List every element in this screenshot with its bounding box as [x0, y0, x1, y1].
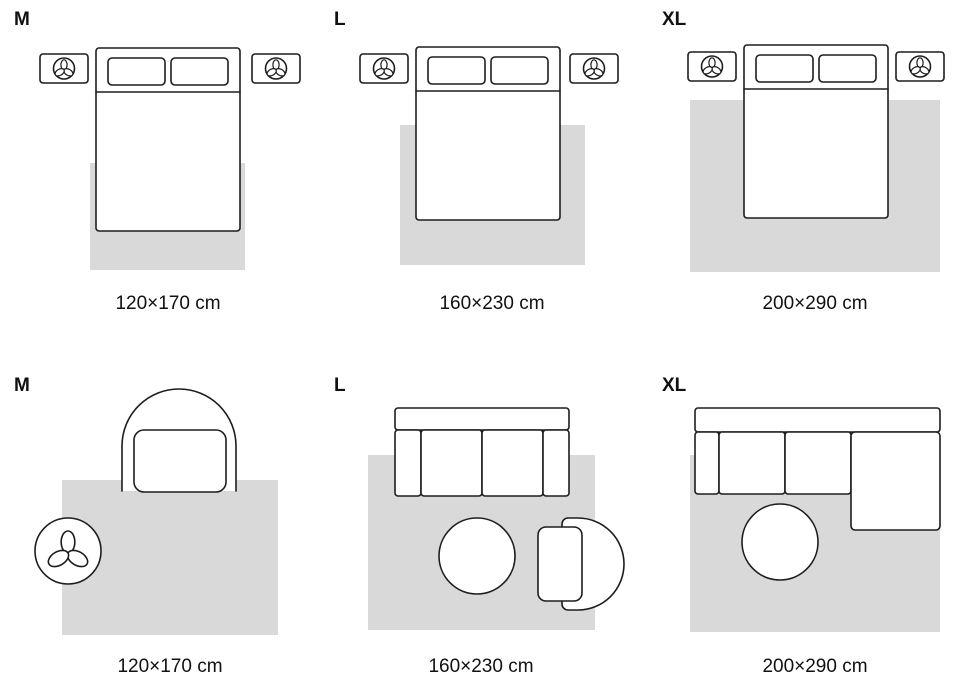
nightstand-plant-icon: [252, 54, 300, 83]
nightstand-plant-icon: [40, 54, 88, 83]
dimension-label: 120×170 cm: [115, 293, 220, 314]
size-label: L: [334, 9, 346, 30]
sofa-armrest-left: [694, 431, 720, 495]
panel-living-xl: XL 200×290 cm: [662, 375, 941, 677]
panel-bedroom-xl: XL 200×290 cm: [662, 9, 944, 314]
armchair-seat: [133, 429, 227, 493]
panel-bedroom-m: M 120×170 cm: [14, 9, 300, 314]
nightstand-plant-icon: [688, 52, 736, 81]
armchair-back: [121, 388, 237, 492]
pillow: [755, 54, 814, 83]
panel-bedroom-l: L 160×230 cm: [334, 9, 618, 314]
size-label: XL: [662, 9, 687, 30]
armchair-seat: [537, 526, 583, 602]
sofa-seat-cushion: [481, 429, 544, 497]
sofa-chaise-section: [850, 431, 941, 531]
coffee-table: [438, 517, 516, 595]
sofa-seat-cushion: [784, 431, 852, 495]
dimension-label: 200×290 cm: [762, 293, 867, 314]
size-label: L: [334, 375, 346, 396]
pillow: [818, 54, 877, 83]
pillow: [170, 57, 229, 86]
dimension-label: 160×230 cm: [439, 293, 544, 314]
sofa-armrest-left: [394, 429, 422, 497]
sofa-back: [694, 407, 941, 433]
sofa-armrest-right: [542, 429, 570, 497]
dimension-label: 160×230 cm: [428, 656, 533, 677]
dimension-label: 120×170 cm: [117, 656, 222, 677]
sofa-back: [394, 407, 570, 431]
bed: [95, 47, 241, 232]
size-label: XL: [662, 375, 687, 396]
panel-living-l: L 160×230 cm: [334, 375, 625, 677]
pillow: [490, 56, 549, 85]
coffee-table: [741, 503, 819, 581]
pillow: [107, 57, 166, 86]
size-label: M: [14, 9, 30, 30]
dimension-label: 200×290 cm: [762, 656, 867, 677]
nightstand-plant-icon: [570, 54, 618, 83]
panel-living-m: M 120×170 cm: [14, 375, 278, 677]
size-label: M: [14, 375, 30, 396]
nightstand-plant-icon: [360, 54, 408, 83]
nightstand-plant-icon: [896, 52, 944, 81]
pillow: [427, 56, 486, 85]
sofa-seat-cushion: [420, 429, 483, 497]
sofa-seat-cushion: [718, 431, 786, 495]
